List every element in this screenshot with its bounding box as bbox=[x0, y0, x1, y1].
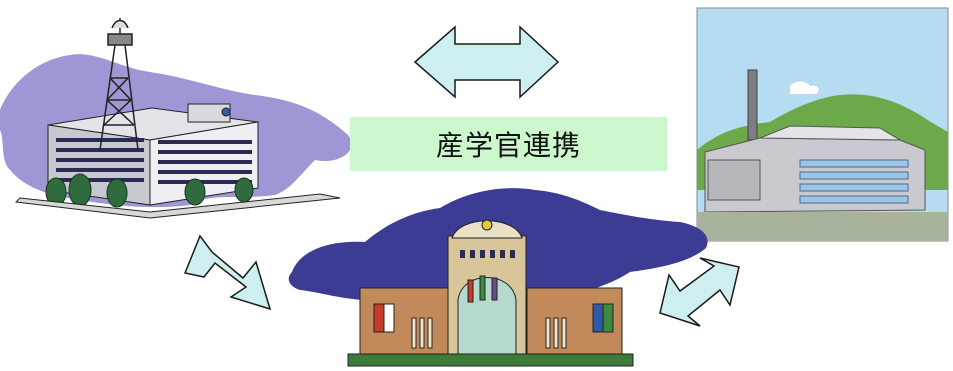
arrow-left-diagonal bbox=[183, 234, 272, 311]
factory-clouds bbox=[790, 81, 819, 94]
left-banner-white bbox=[383, 303, 395, 333]
smokestack bbox=[747, 69, 758, 141]
steel-tower bbox=[99, 18, 139, 151]
government-office-building bbox=[0, 18, 352, 219]
university-building bbox=[288, 188, 708, 367]
factory-ground bbox=[697, 212, 948, 241]
left-banner-red bbox=[373, 303, 385, 333]
flags bbox=[467, 275, 498, 303]
arrow-top-horizontal bbox=[413, 25, 560, 99]
trees bbox=[45, 173, 254, 208]
tower-windows bbox=[460, 250, 515, 258]
arrow-right-diagonal bbox=[659, 257, 740, 327]
columns bbox=[411, 317, 567, 349]
factory-windows bbox=[799, 159, 909, 204]
factory-side-block bbox=[707, 159, 761, 201]
label-background bbox=[350, 117, 667, 171]
factory-industry bbox=[696, 7, 949, 242]
ground bbox=[14, 193, 341, 219]
dome-emblem-icon bbox=[481, 219, 493, 231]
rooftop-dish-icon bbox=[221, 107, 231, 117]
right-banner-green bbox=[602, 303, 614, 333]
glass-atrium bbox=[457, 277, 517, 361]
office-windows-right bbox=[158, 140, 252, 184]
university-base bbox=[347, 353, 634, 367]
factory-roof bbox=[759, 125, 902, 141]
collaboration-label: 産学官連携 bbox=[435, 129, 581, 162]
right-banner-blue bbox=[592, 303, 604, 333]
